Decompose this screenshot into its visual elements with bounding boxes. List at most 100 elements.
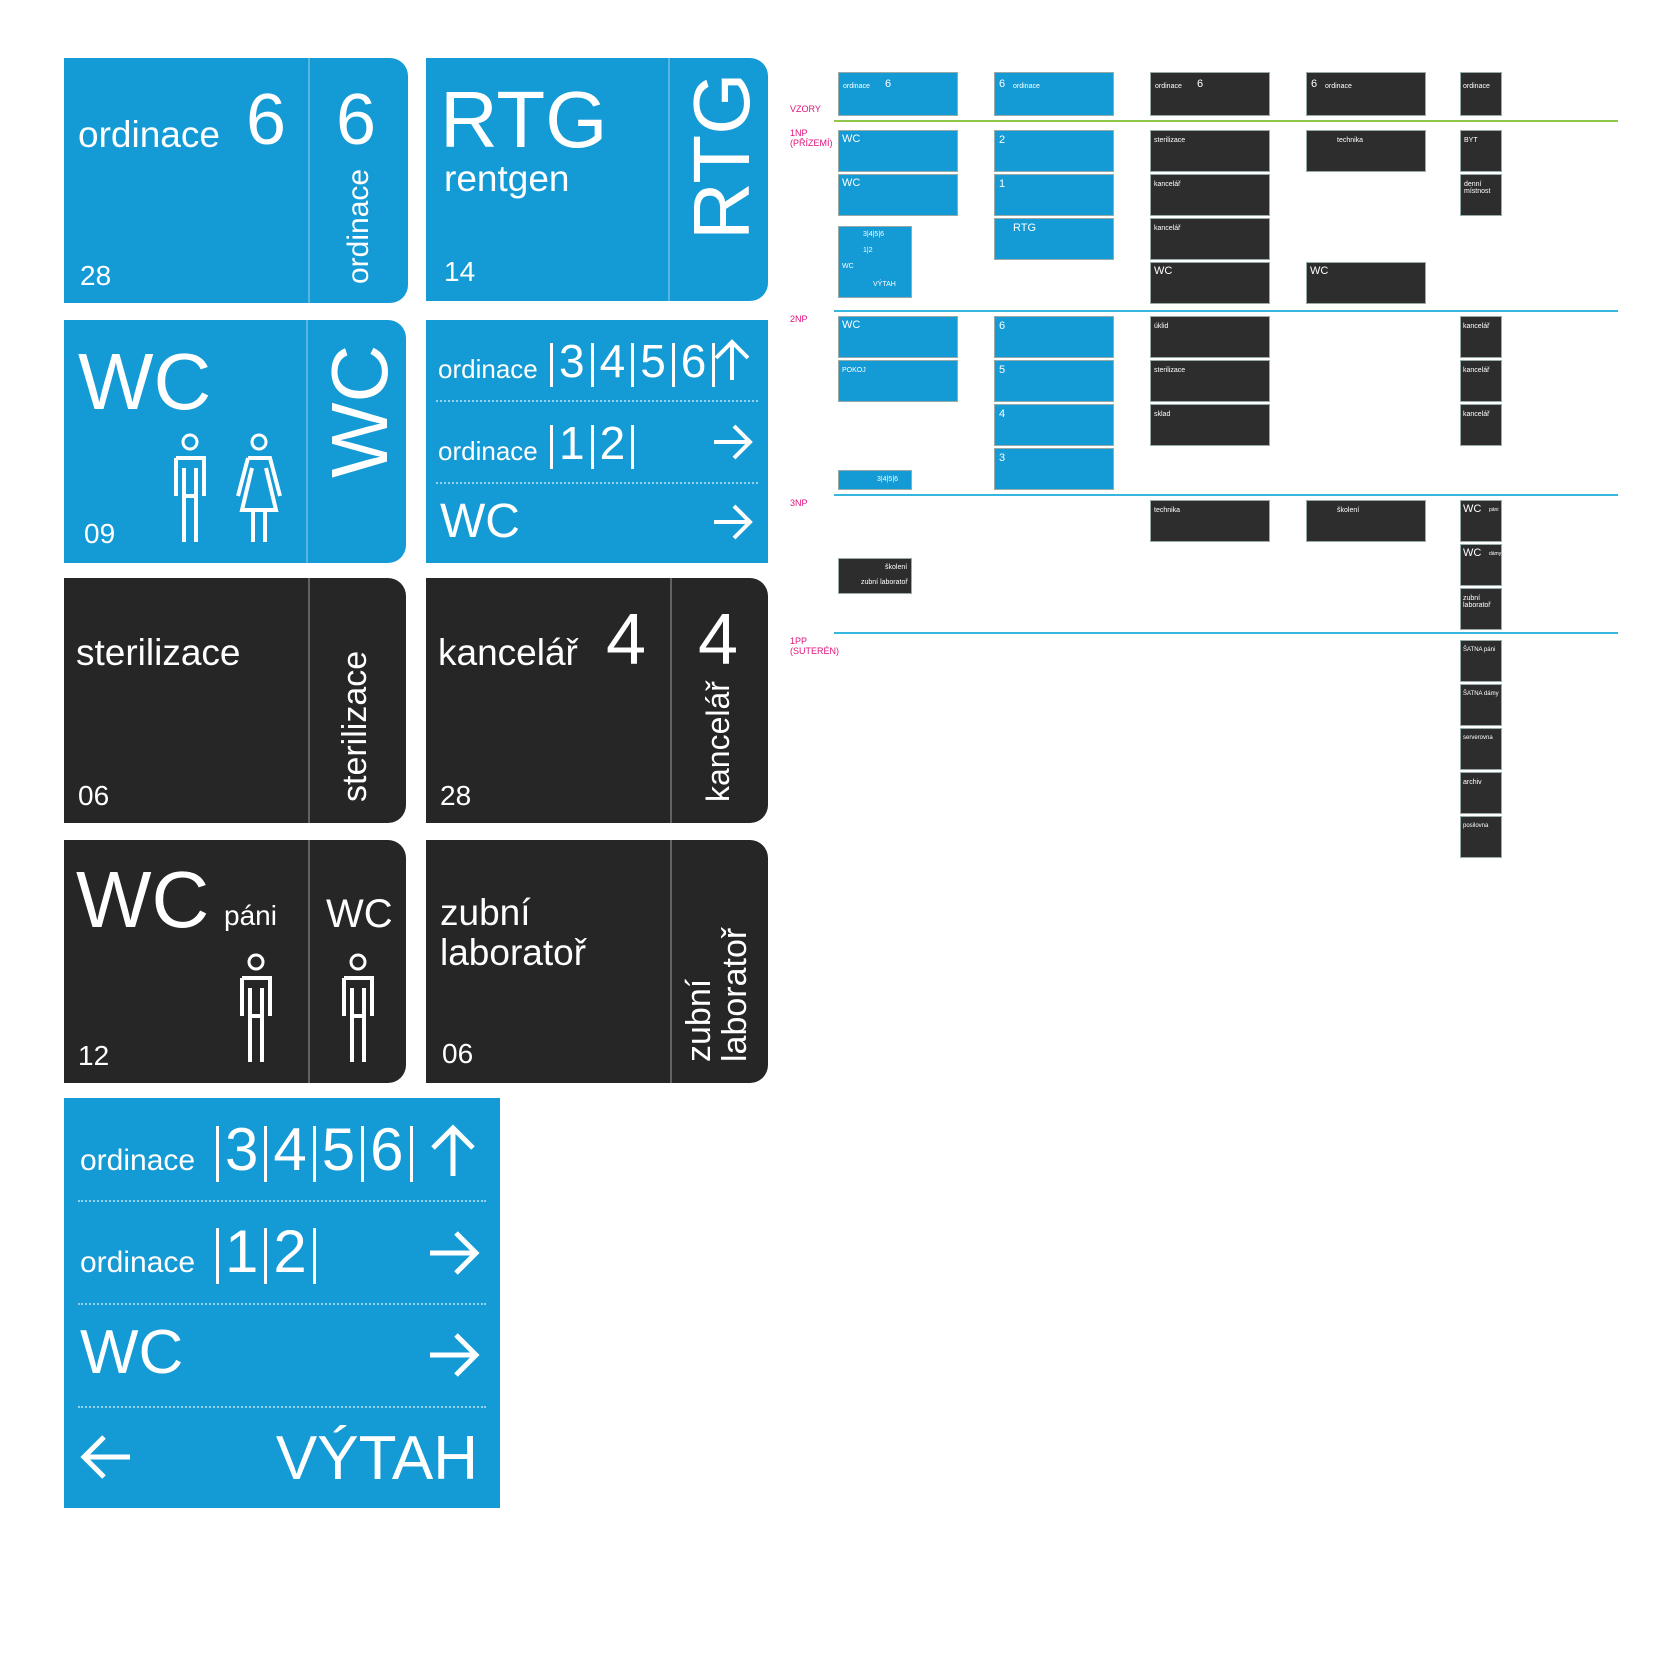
mini-sign: 4 [994, 404, 1114, 446]
room-subtitle: páni [224, 900, 277, 931]
row-separator [78, 1406, 486, 1408]
mini-sign: denní místnost [1460, 174, 1502, 216]
row-separator [78, 1200, 486, 1202]
panel-divider [670, 578, 672, 823]
mini-sign: kancelář [1150, 174, 1270, 216]
row-separator [78, 1303, 486, 1305]
room-code: 12 [78, 1040, 110, 1071]
mini-sign: WC páni [1460, 500, 1502, 542]
mini-sign: WC dámy [1460, 544, 1502, 586]
mini-sign: 6 ordinace [1306, 72, 1426, 116]
mini-sign: WC [1150, 262, 1270, 304]
floor-label: 3NP [790, 498, 808, 508]
mini-sign: ŠATNA páni [1460, 640, 1502, 682]
mini-sign: WC [1306, 262, 1426, 304]
mini-sign: 3|4|5|6 1|2 WC VÝTAH [838, 226, 912, 298]
mini-sign: kancelář [1460, 316, 1502, 358]
direction-label: ordinace [80, 1144, 196, 1177]
mini-sign: 3 [994, 448, 1114, 490]
arrow-right-icon [714, 504, 753, 540]
mini-sign: úklid [1150, 316, 1270, 358]
sign-kancelar-4: kancelář 4 28 4 kancelář [426, 578, 768, 823]
floor-line [834, 494, 1618, 496]
floor-label: VZORY [790, 104, 821, 114]
sign-wc-pani: WC páni 12 WC [64, 840, 406, 1083]
sign-wc: WC 09 WC [64, 320, 406, 563]
row-separator [436, 482, 758, 484]
arrow-right-icon [430, 1231, 480, 1275]
mini-sign: archiv [1460, 772, 1502, 814]
room-label-line1: zubní [440, 892, 531, 933]
panel-divider [308, 58, 310, 303]
side-number: 6 [336, 80, 377, 160]
sign-zubni-laborator: zubní laboratoř 06 zubní laboratoř [426, 840, 768, 1083]
mini-sign: školení [1306, 500, 1426, 542]
mini-sign: 5 [994, 360, 1114, 402]
direction-label: WC [80, 1318, 184, 1387]
sign-rtg: RTG rentgen 14 RTG [426, 58, 768, 301]
mini-sign: technika [1150, 500, 1270, 542]
row-separator [436, 400, 758, 402]
mini-sign: 6 [994, 316, 1114, 358]
floor-line [834, 310, 1618, 312]
room-code: 28 [440, 780, 472, 811]
direction-label: WC [440, 495, 520, 548]
direction-label: ordinace [438, 354, 538, 384]
panel-divider [306, 320, 308, 563]
room-code: 28 [80, 260, 112, 291]
mini-sign: 3|4|5|6 [838, 470, 912, 490]
room-code: 06 [78, 780, 110, 811]
room-label-line2: laboratoř [440, 932, 587, 973]
mini-sign: sterilizace [1150, 130, 1270, 172]
mini-sign: WC [838, 316, 958, 358]
mini-sign: zubní laboratoř [1460, 588, 1502, 630]
mini-sign: posilovna [1460, 816, 1502, 858]
mini-sign: sterilizace [1150, 360, 1270, 402]
side-label: sterilizace [336, 650, 374, 802]
side-number: 4 [698, 600, 739, 680]
direction-label: ordinace [438, 436, 538, 466]
room-label: kancelář [438, 632, 578, 673]
side-label: WC [315, 344, 404, 478]
room-number: 6 [246, 80, 287, 160]
mini-sign: sklad [1150, 404, 1270, 446]
mini-sign: školení zubní laboratoř [838, 558, 912, 594]
direction-label: VÝTAH [275, 1424, 478, 1493]
sign-ordinace-6: ordinace 6 28 6 ordinace [64, 58, 408, 303]
man-icon [174, 433, 206, 542]
room-title: WC [76, 855, 210, 944]
mini-sign: WC [838, 174, 958, 216]
floor-label: 1NP (PŘÍZEMÍ) [790, 128, 833, 149]
mini-sign: technika [1306, 130, 1426, 172]
man-icon [240, 953, 272, 1062]
side-label: WC [326, 892, 393, 936]
panel-divider [668, 58, 670, 301]
room-label: ordinace [78, 114, 220, 155]
arrow-right-icon [430, 1333, 480, 1377]
arrow-up-icon [431, 1124, 475, 1176]
panel-divider [308, 840, 310, 1083]
mini-sign: BYT [1460, 130, 1502, 172]
mini-sign: kancelář [1460, 404, 1502, 446]
mini-sign: kancelář [1460, 360, 1502, 402]
woman-icon [236, 433, 282, 542]
side-label: ordinace [342, 168, 375, 284]
floor-line [834, 632, 1618, 634]
arrow-left-icon [80, 1435, 130, 1479]
mini-sign: ordinace 6 [1150, 72, 1270, 116]
side-label-line2: laboratoř [716, 927, 754, 1062]
floor-label: 2NP [790, 314, 808, 324]
mini-sign: 2 [994, 130, 1114, 172]
room-code: 06 [442, 1038, 474, 1069]
room-label: sterilizace [76, 632, 241, 673]
arrow-right-icon [714, 424, 753, 460]
arrow-up-icon [714, 339, 750, 380]
panel-divider [308, 578, 310, 823]
mini-sign: ordinace 6 [838, 72, 958, 116]
mini-sign: WC [838, 130, 958, 172]
side-label: kancelář [700, 681, 736, 802]
